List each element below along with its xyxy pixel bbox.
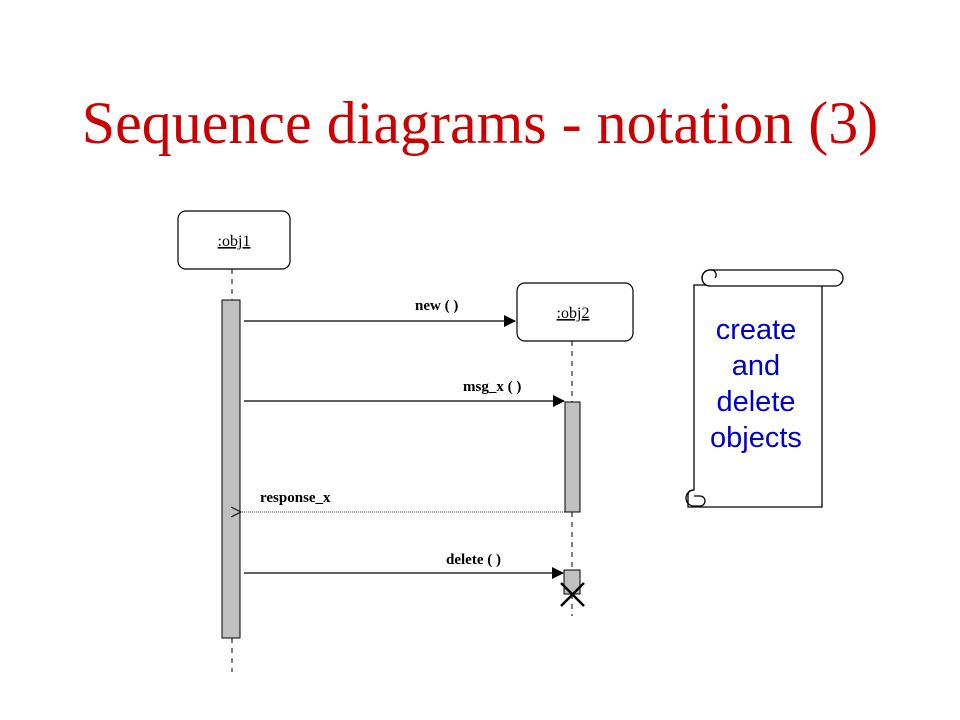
object-box-obj1 [177,210,291,270]
scroll-top-curl [701,269,717,287]
object-label-obj2: :obj2 [557,305,590,322]
scroll-note [685,269,844,508]
destroy-x-icon [560,582,585,607]
object-label-obj1: :obj1 [218,233,251,250]
scroll-top-roll [701,269,844,287]
slide-title: Sequence diagrams - notation (3) [81,90,879,156]
note-line-create: create [715,314,797,346]
note-line-objects: objects [710,422,802,454]
object-box-obj2 [516,282,634,342]
message-label-delete: delete ( ) [446,552,501,568]
activation-obj1 [221,299,241,639]
object-obj2: :obj2 [516,282,634,342]
note-line-and: and [731,350,781,382]
scroll-bottom-curl [685,489,706,507]
message-label-new: new ( ) [415,298,458,314]
message-label-msg-x: msg_x ( ) [463,379,521,395]
note-text: create and delete objects [694,312,818,456]
object-obj1: :obj1 [177,210,291,270]
message-label-response-x: response_x [260,490,331,506]
note-line-delete: delete [716,386,796,418]
activation-obj2 [564,401,581,513]
